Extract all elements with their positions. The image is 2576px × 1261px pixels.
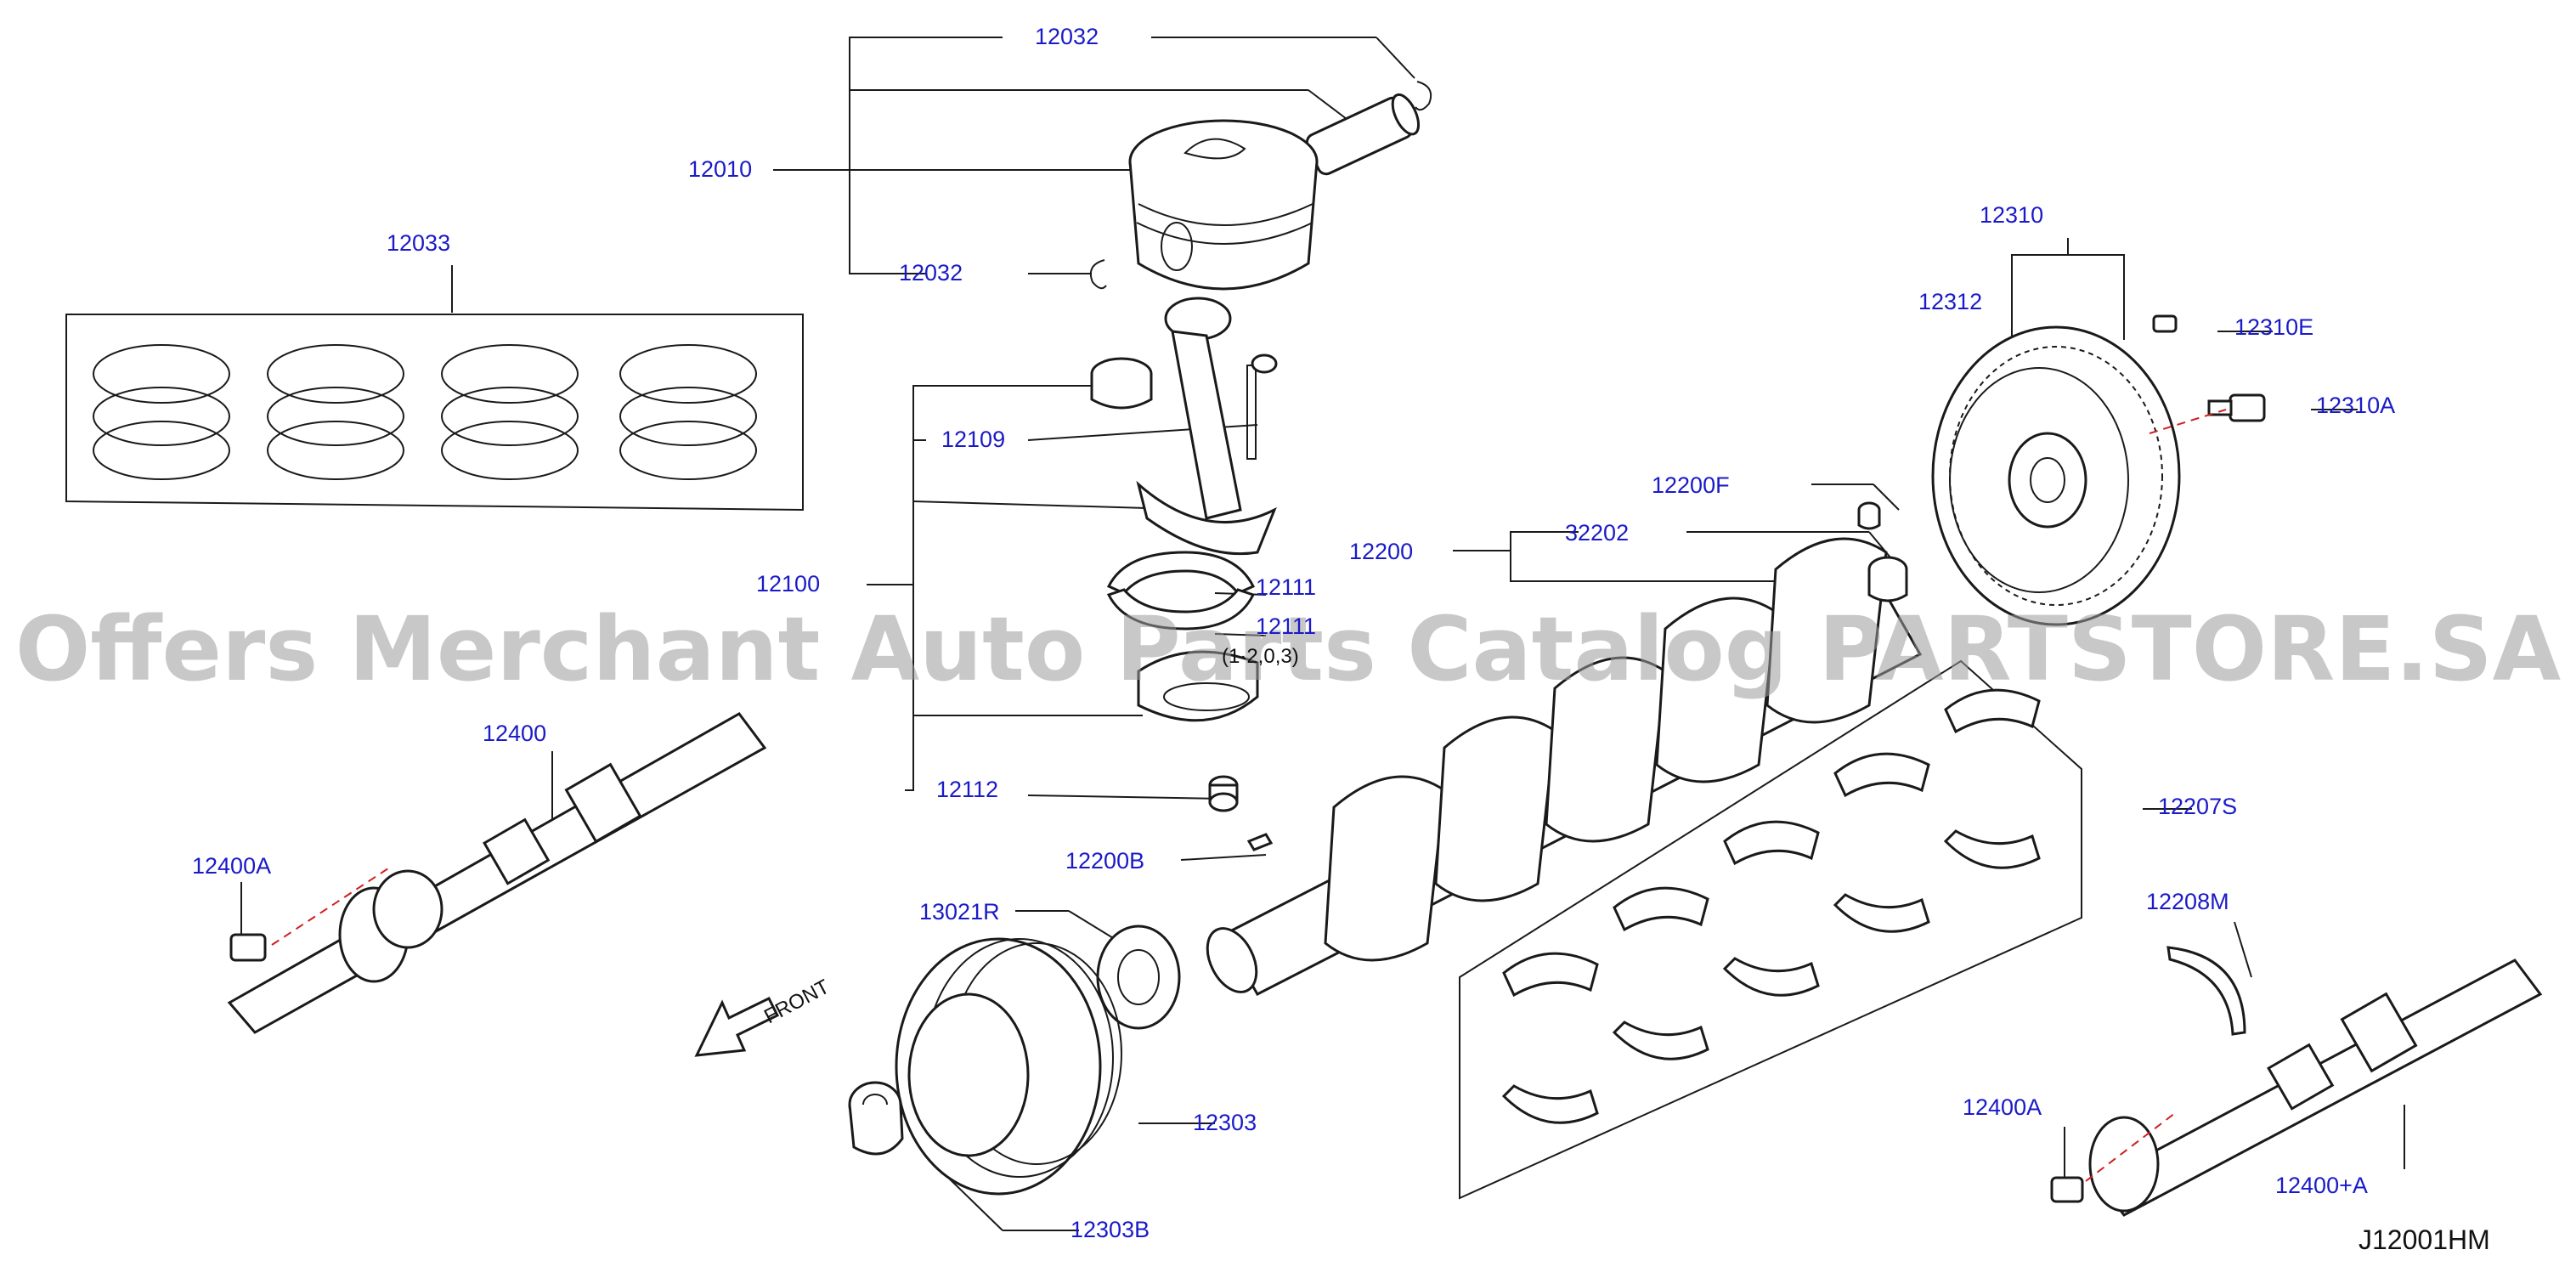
ring-stack-2 [267, 344, 404, 480]
rod-bearing-lower [1106, 588, 1256, 630]
rod-bushing [1090, 357, 1153, 410]
flywheel [1931, 325, 2181, 626]
partial-note: (1·2,0,3) [1222, 645, 1299, 668]
flywheel-dowel [2152, 314, 2178, 333]
balancer-shaft-right [2050, 958, 2543, 1217]
ring-stack-1 [93, 344, 230, 480]
balancer-shaft-left [227, 712, 767, 1034]
ring-stack-3 [441, 344, 579, 480]
label-12207S: 12207S [2158, 794, 2237, 819]
label-12400A-left: 12400A [192, 853, 271, 879]
snap-ring-top [1415, 81, 1432, 111]
label-12400-left: 12400 [483, 721, 546, 746]
front-label: FRONT [760, 975, 833, 1028]
label-12032-bottom: 12032 [899, 260, 963, 286]
label-12400plusA: 12400+A [2275, 1173, 2368, 1198]
label-32202: 32202 [1565, 520, 1629, 546]
ring-stack-4 [619, 344, 757, 480]
label-12112: 12112 [936, 777, 998, 802]
crank-sprocket [1096, 925, 1181, 1030]
label-12200F: 12200F [1652, 472, 1730, 498]
label-12100: 12100 [756, 571, 820, 597]
crankshaft [1206, 537, 1923, 996]
label-12109: 12109 [941, 427, 1005, 452]
crank-webs [1324, 537, 1888, 962]
crank-pulley [895, 937, 1122, 1196]
dowel-pin [1857, 501, 1881, 530]
rod-bearing-upper [1106, 551, 1256, 595]
label-12111-a: 12111 [1256, 574, 1316, 600]
label-12303: 12303 [1193, 1110, 1257, 1135]
flywheel-bolt [2207, 393, 2266, 422]
label-12303B: 12303B [1071, 1217, 1150, 1242]
label-12312: 12312 [1918, 289, 1982, 314]
piston [1128, 119, 1319, 291]
label-12208M: 12208M [2146, 889, 2229, 914]
label-12310: 12310 [1980, 202, 2043, 228]
label-12200B: 12200B [1065, 848, 1144, 874]
label-12111-b: 12111 [1256, 614, 1316, 639]
label-12310A: 12310A [2316, 393, 2395, 418]
crank-key [1246, 833, 1274, 851]
label-12032-top: 12032 [1035, 24, 1099, 49]
pilot-bushing [1867, 556, 1908, 602]
pulley-bolt [848, 1081, 904, 1156]
snap-ring-bottom [1089, 259, 1107, 290]
balancer-right-centerline [2085, 1112, 2176, 1182]
label-12400A-right: 12400A [1963, 1094, 2042, 1120]
label-13021R: 13021R [919, 899, 1000, 925]
rod-cap [1137, 650, 1259, 722]
front-arrow-icon [694, 996, 780, 1057]
label-12010: 12010 [688, 156, 752, 182]
balancer-left-centerline [271, 866, 392, 946]
figure-code: J12001HM [2359, 1224, 2490, 1255]
label-12200: 12200 [1349, 539, 1413, 564]
thrust-washer [2166, 946, 2246, 1036]
label-12033: 12033 [387, 230, 450, 256]
rod-nut [1208, 775, 1239, 812]
part-labels: 12032 12010 12032 12033 12109 12100 1211… [192, 24, 2490, 1255]
main-bearing-set [1459, 659, 2082, 1200]
label-12310E: 12310E [2234, 314, 2313, 340]
piston-rings-set [65, 314, 804, 512]
connecting-rod [1136, 297, 1278, 556]
piston-pin [1305, 93, 1421, 176]
watermark-text: Offers Merchant Auto Parts Catalog PARTS… [15, 597, 2561, 701]
